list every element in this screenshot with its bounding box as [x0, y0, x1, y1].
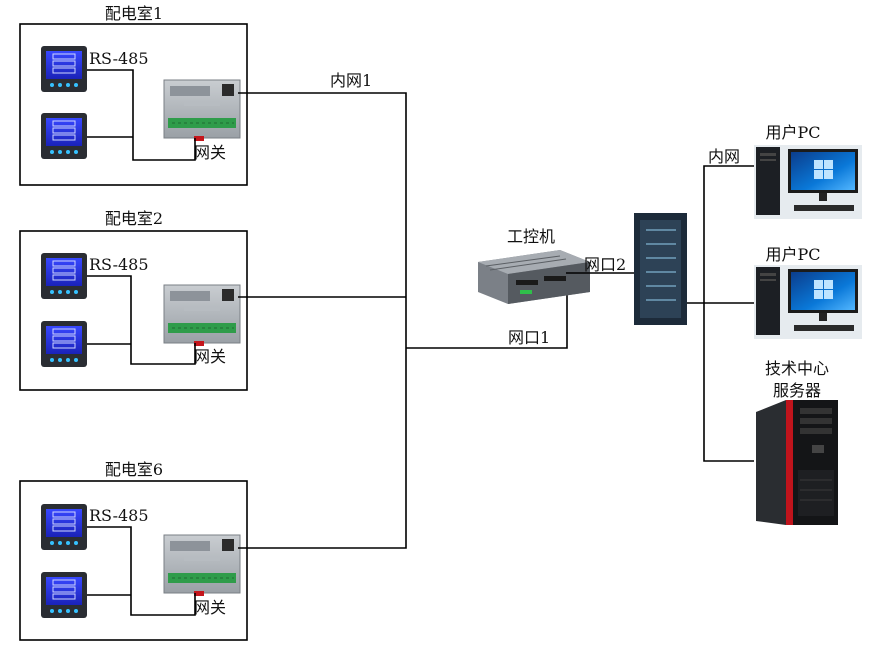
network-switch: 内网 [634, 147, 754, 462]
room-2-rs485-label: RS-485 [89, 255, 149, 274]
meter-icon [40, 503, 88, 551]
industrial-pc-icon [478, 250, 590, 304]
gateway-icon [163, 534, 241, 597]
user-pc-2-label: 用户PC [765, 245, 820, 264]
room-6-title: 配电室6 [105, 460, 163, 479]
room-2-gateway-label: 网关 [194, 347, 226, 366]
room-6-rs485-label: RS-485 [89, 506, 149, 525]
room-1-rs485-label: RS-485 [89, 49, 149, 68]
room-2: 配电室2 RS-485 网关 [19, 209, 248, 391]
lan-1-label: 内网1 [330, 71, 372, 90]
user-pc-1-label: 用户PC [765, 123, 820, 142]
right-lan-label: 内网 [708, 147, 740, 166]
port-2-label: 网口2 [584, 255, 626, 274]
room-1-frame [19, 23, 248, 186]
room-2-frame [19, 230, 248, 391]
room-1-gateway-label: 网关 [194, 143, 226, 162]
room-1-title: 配电室1 [105, 4, 163, 23]
meter-icon [40, 252, 88, 300]
desktop-pc-icon [754, 265, 862, 339]
meter-icon [40, 571, 88, 619]
lan-trunk: 内网1 网口1 [238, 71, 568, 549]
server-label-line2: 服务器 [773, 381, 821, 400]
room-6-frame [19, 480, 248, 641]
meter-icon [40, 112, 88, 160]
room-2-title: 配电室2 [105, 209, 163, 228]
user-pc-1: 用户PC [754, 123, 862, 219]
user-pc-2: 用户PC [754, 245, 862, 339]
room-1: 配电室1 RS-485 网关 [19, 4, 248, 186]
server-label-line1: 技术中心 [765, 359, 829, 378]
meter-icon [40, 45, 88, 93]
industrial-pc: 工控机 网口2 [478, 227, 634, 304]
gateway-icon [163, 284, 241, 347]
room-6: 配电室6 RS-485 网关 [19, 460, 248, 641]
tech-center-server: 技术中心 服务器 [756, 359, 838, 525]
gateway-icon [163, 79, 241, 142]
desktop-pc-icon [754, 145, 862, 219]
server-tower-icon [756, 400, 838, 525]
port-1-label: 网口1 [508, 328, 550, 347]
switch-icon [634, 213, 687, 325]
meter-icon [40, 320, 88, 368]
room-6-gateway-label: 网关 [194, 598, 226, 617]
ipc-title: 工控机 [507, 227, 555, 246]
